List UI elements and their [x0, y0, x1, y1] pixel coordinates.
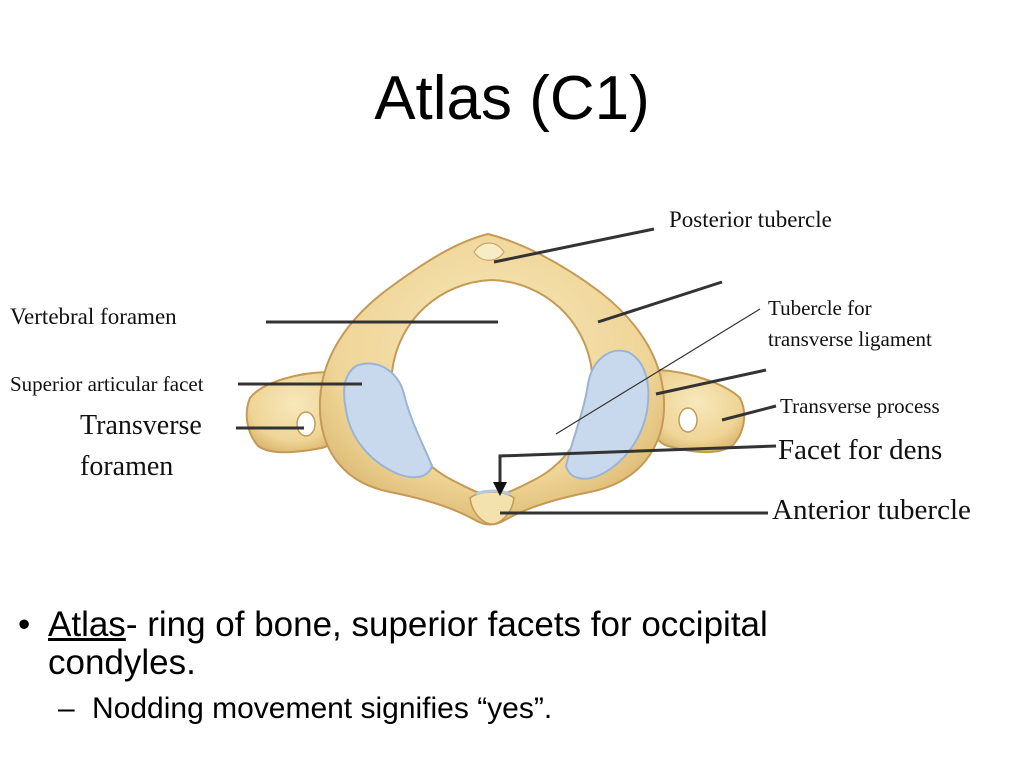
bullet-dot-icon: • [18, 605, 31, 644]
label-facet-for-dens: Facet for dens [778, 434, 943, 466]
leader-transverse-process-upper [655, 368, 767, 396]
arrowhead-facet-for-dens [493, 482, 507, 496]
label-tubercle-for-transverse-ligament-2: transverse ligament [768, 327, 932, 351]
leader-posterior-tubercle [493, 227, 655, 264]
label-transverse-process: Transverse process [780, 394, 940, 418]
sub-bullet-dash-icon: – [58, 692, 75, 725]
bullet-item-atlas: • Atlas- ring of bone, superior facets f… [18, 606, 998, 682]
label-superior-articular-facet: Superior articular facet [10, 372, 204, 396]
leader-tubercle-ligament-thin [555, 308, 761, 435]
sub-bullet-item: – Nodding movement signifies “yes”. [18, 692, 998, 726]
leader-tubercle-ligament-upper [597, 280, 723, 324]
posterior-tubercle [473, 242, 505, 261]
leader-transverse-process [721, 404, 777, 422]
label-vertebral-foramen: Vertebral foramen [10, 304, 177, 329]
slide-title: Atlas (C1) [374, 64, 650, 133]
leader-lines [236, 227, 777, 515]
bullet-list: • Atlas- ring of bone, superior facets f… [18, 606, 998, 726]
right-superior-articular-facet [564, 349, 650, 480]
left-transverse-foramen [296, 411, 316, 437]
bullet-text-1: - ring of bone, superior facets for occi… [125, 605, 768, 644]
label-tubercle-for-transverse-ligament-1: Tubercle for [768, 296, 872, 320]
right-transverse-foramen [678, 407, 698, 433]
left-superior-articular-facet [343, 362, 434, 479]
label-transverse-foramen-1: Transverse [80, 410, 202, 441]
facet-for-dens-surface [475, 489, 511, 496]
sub-bullet-text: Nodding movement signifies “yes”. [92, 692, 553, 725]
label-posterior-tubercle: Posterior tubercle [669, 207, 832, 232]
leader-facet-for-dens [498, 444, 777, 486]
label-anterior-tubercle: Anterior tubercle [772, 494, 971, 526]
bullet-text-2: condyles. [48, 643, 196, 682]
label-transverse-foramen-2: foramen [80, 451, 174, 482]
bullet-term: Atlas [48, 605, 126, 644]
